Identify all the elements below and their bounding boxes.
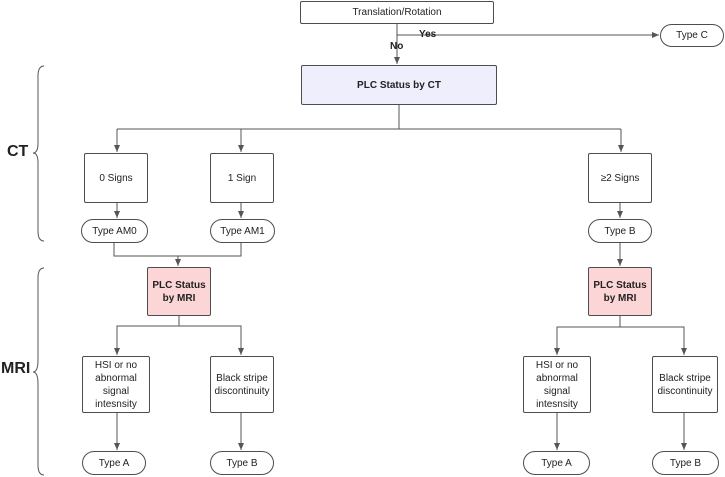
- ct-brace: [32, 65, 45, 242]
- plc-status-ct-node: PLC Status by CT: [301, 65, 497, 105]
- right-hsi-finding-node: HSI or no abnormal signal intesnsity: [523, 356, 591, 413]
- two-plus-signs-node: ≥2 Signs: [588, 153, 652, 203]
- right-type-b-node: Type B: [652, 451, 719, 475]
- plc-status-mri-left-node: PLC Status by MRI: [147, 267, 211, 316]
- type-am1-node: Type AM1: [210, 219, 275, 243]
- ct-section-label: CT: [7, 143, 29, 160]
- right-black-stripe-node: Black stripe discontinuity: [652, 356, 718, 413]
- type-b-ct-node: Type B: [588, 219, 652, 243]
- type-c-node: Type C: [660, 24, 724, 47]
- mri-right-fanout: [556, 316, 684, 355]
- type-am0-node: Type AM0: [81, 219, 148, 243]
- right-type-a-node: Type A: [523, 451, 590, 475]
- one-sign-node: 1 Sign: [210, 153, 274, 203]
- left-type-b-node: Type B: [210, 451, 274, 475]
- mri-section-label: MRI: [1, 360, 31, 377]
- left-hsi-finding-node: HSI or no abnormal signal intesnsity: [82, 356, 150, 413]
- yes-label: Yes: [419, 29, 437, 40]
- translation-rotation-node: Translation/Rotation: [300, 1, 494, 24]
- mri-left-fanout: [116, 316, 241, 355]
- zero-signs-node: 0 Signs: [84, 153, 148, 203]
- ct-fanout: [116, 105, 621, 152]
- mri-brace: [32, 267, 45, 476]
- no-label: No: [390, 41, 404, 52]
- left-black-stripe-node: Black stripe discontinuity: [210, 356, 274, 413]
- left-type-a-node: Type A: [82, 451, 146, 475]
- merge-left: [113, 243, 242, 266]
- plc-status-mri-right-node: PLC Status by MRI: [588, 267, 652, 316]
